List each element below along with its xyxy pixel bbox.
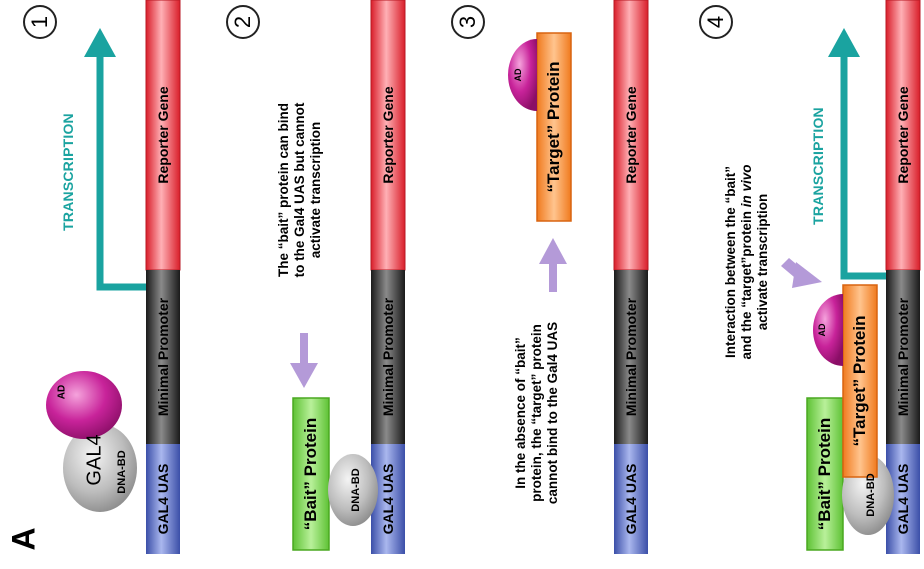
transcription-label-1: TRANSCRIPTION <box>60 113 76 231</box>
panel-number-circle-4 <box>699 5 733 39</box>
panel-number-circle-2 <box>226 5 260 39</box>
panel-number-circle-1 <box>23 5 57 39</box>
minimal-promoter-segment <box>146 270 180 444</box>
panel-number-4: 4 <box>703 15 728 29</box>
note-panel-4: Interaction between the “bait” and the “… <box>723 164 771 359</box>
gal4-label: GAL4 <box>83 434 106 486</box>
ad-domain-panel-1 <box>46 371 122 439</box>
transcription-arrow-4 <box>840 55 886 280</box>
note-panel-4-line-1: Interaction between the “bait” <box>723 165 738 359</box>
transcription-arrow-1 <box>96 55 146 291</box>
reporter-gene-label: Reporter Gene <box>155 86 171 184</box>
minimal-promoter-segment <box>886 270 920 444</box>
note-panel-4-line-2: and the “target”protein in vivo <box>739 164 755 359</box>
gene-bar-panel-3 <box>613 0 649 554</box>
reporter-gene-label: Reporter Gene <box>380 86 396 184</box>
gal4-uas-label: GAL4 UAS <box>155 463 171 535</box>
minimal-promoter-label: Minimal Promoter <box>895 297 911 417</box>
reporter-gene-label: Reporter Gene <box>895 86 911 184</box>
bait-protein-label-panel-2: “Bait” Protein <box>301 417 320 531</box>
panel-number-3: 3 <box>455 15 480 29</box>
reporter-gene-label: Reporter Gene <box>623 86 639 184</box>
pointer-arrow-panel-3 <box>539 238 567 292</box>
note-panel-2: The “bait” protein can bind to the Gal4 … <box>276 103 324 278</box>
reporter-gene-segment <box>613 0 649 271</box>
transcription-arrowhead-1 <box>84 28 116 57</box>
minimal-promoter-label: Minimal Promoter <box>380 297 396 417</box>
note-panel-4-line-2-italic: in vivo <box>739 164 754 208</box>
ad-label-panel-4: AD <box>817 323 827 337</box>
target-protein-label-panel-4: “Target” Protein <box>850 315 869 447</box>
note-panel-3-line-2: protein, the “target” protein <box>529 324 544 502</box>
dna-bd-domain-panel-1 <box>63 424 137 512</box>
minimal-promoter-label: Minimal Promoter <box>155 297 171 417</box>
note-panel-2-line-1: The “bait” protein can bind <box>276 102 291 278</box>
note-panel-4-line-2-text: and the “target”protein <box>739 207 754 360</box>
panel-number-2: 2 <box>230 15 255 29</box>
gene-bar-panel-1 <box>145 0 181 554</box>
ad-label-panel-1: AD <box>56 384 68 400</box>
target-protein-box-panel-3 <box>536 32 572 222</box>
target-protein-label-panel-3: “Target” Protein <box>544 61 563 193</box>
note-panel-3: In the absence of “bait” protein, the “t… <box>513 322 561 504</box>
ad-domain-panel-3 <box>508 39 537 111</box>
gal4-uas-segment <box>614 444 648 554</box>
transcription-arrowhead-4 <box>828 28 860 57</box>
bait-protein-box-panel-2 <box>292 397 330 551</box>
gene-bar-panel-4 <box>885 0 921 554</box>
gal4-uas-label: GAL4 UAS <box>623 463 639 535</box>
bait-protein-label-panel-4: “Bait” Protein <box>815 417 834 531</box>
panel-number-circle-3 <box>451 5 485 39</box>
transcription-label-4: TRANSCRIPTION <box>810 107 826 225</box>
ad-domain-panel-4 <box>813 294 843 366</box>
minimal-promoter-segment <box>371 270 405 444</box>
reporter-gene-segment <box>145 0 181 271</box>
dna-bd-domain-panel-2 <box>328 454 378 526</box>
dna-bd-label-panel-4: DNA-BD <box>865 473 877 517</box>
figure-label: A <box>5 527 42 551</box>
pointer-arrow-panel-4 <box>781 258 822 288</box>
note-panel-2-line-3: activate transcription <box>308 121 323 259</box>
note-panel-3-line-1: In the absence of “bait” <box>513 337 528 489</box>
minimal-promoter-segment <box>614 270 648 444</box>
gal4-uas-label: GAL4 UAS <box>895 463 911 535</box>
ad-label-panel-3: AD <box>513 68 523 82</box>
note-panel-4-line-3: activate transcription <box>755 193 770 331</box>
minimal-promoter-label: Minimal Promoter <box>623 297 639 417</box>
note-panel-2-line-2: to the Gal4 UAS but cannot <box>292 102 307 278</box>
dna-bd-label-panel-2: DNA-BD <box>350 468 362 512</box>
note-panel-3-line-3: cannot bind to the Gal4 UAS <box>545 321 560 505</box>
pointer-arrow-panel-2 <box>290 333 318 388</box>
reporter-gene-segment <box>885 0 921 271</box>
panel-number-1: 1 <box>27 15 52 29</box>
target-protein-box-panel-4 <box>842 284 878 478</box>
gal4-uas-label: GAL4 UAS <box>380 463 396 535</box>
dna-bd-label-panel-1: DNA-BD <box>116 450 128 494</box>
gal4-uas-segment <box>146 444 180 554</box>
